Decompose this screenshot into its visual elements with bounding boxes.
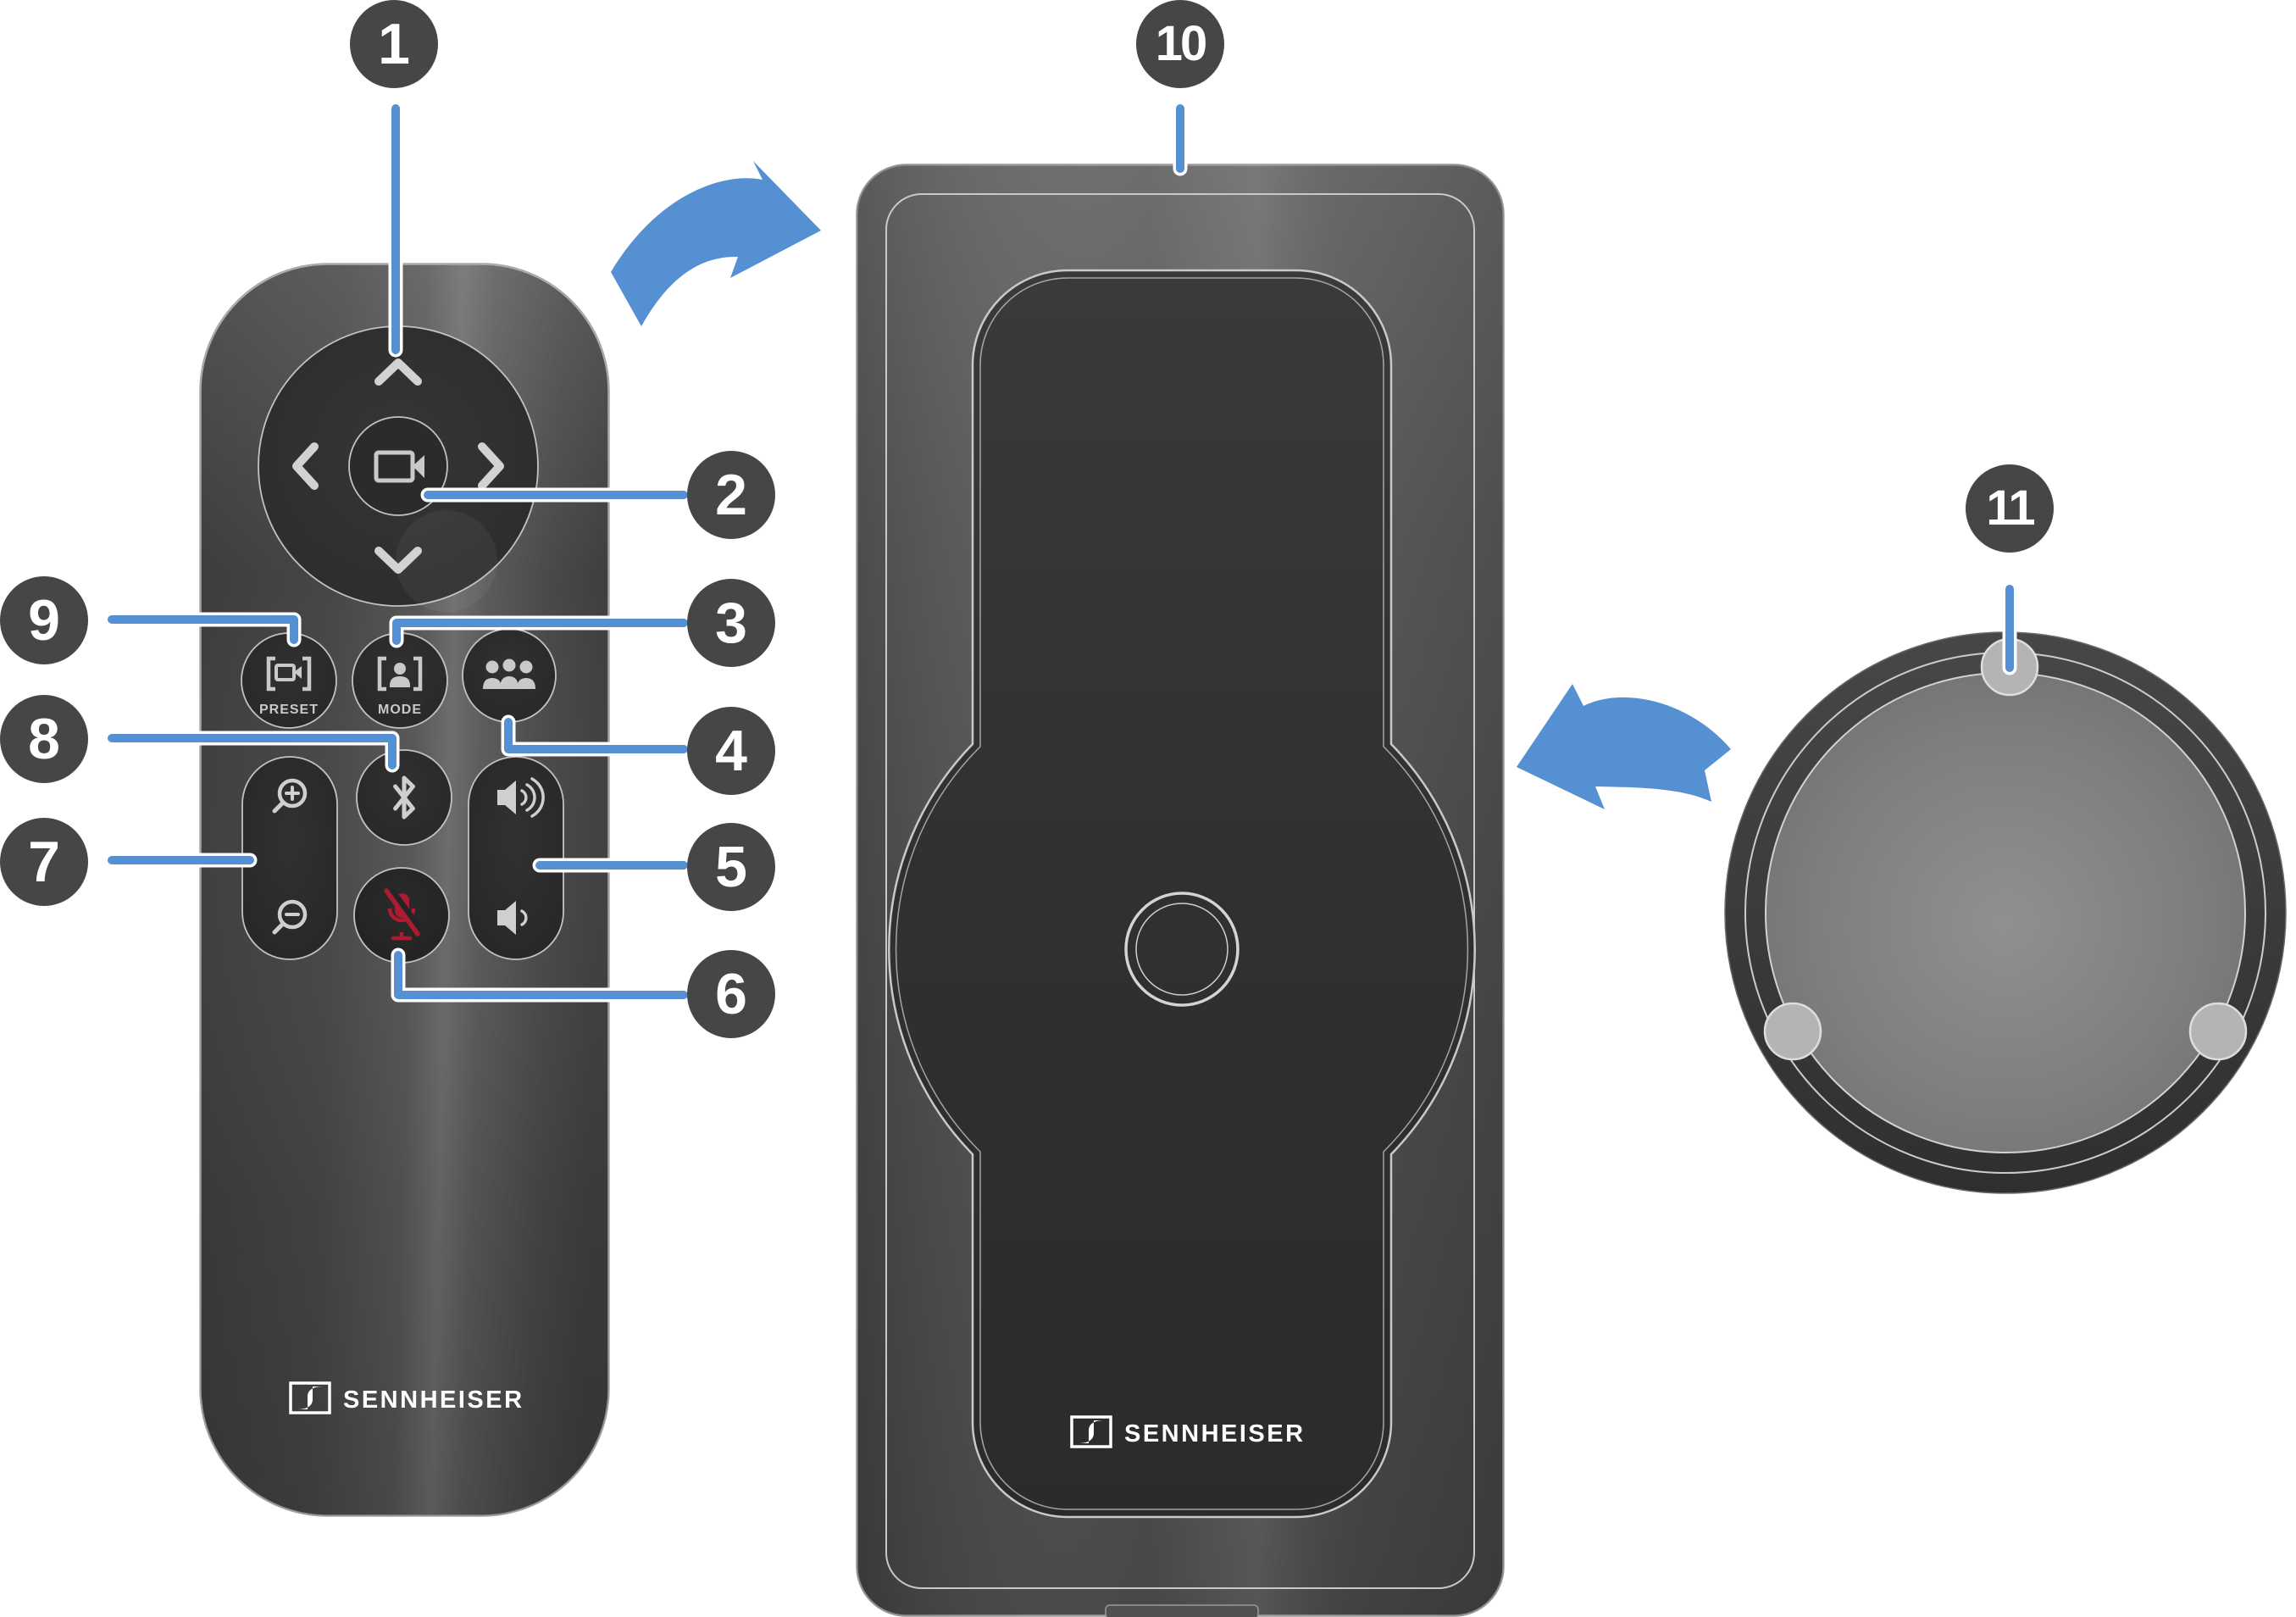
callout-badge-2: 2 <box>687 451 775 539</box>
callout-badge-10: 10 <box>1136 0 1224 88</box>
mute-button <box>353 867 450 964</box>
dpad-highlight <box>396 510 497 612</box>
mount-hub-outer <box>1124 892 1240 1007</box>
curved-arrow-icon-bottom-to-plate <box>1517 684 1731 809</box>
callout-badge-8: 8 <box>0 695 88 783</box>
people-icon <box>483 658 535 689</box>
rubber-foot-right <box>2188 1002 2248 1061</box>
device-back-plate: SENNHEISER <box>856 164 1508 1617</box>
callout-badge-4: 4 <box>687 707 775 795</box>
camera-icon <box>374 450 424 483</box>
dpad-center-button <box>348 416 448 516</box>
bluetooth-icon <box>393 775 415 820</box>
volume-down-icon <box>497 901 528 935</box>
remote-brand: SENNHEISER <box>289 1381 524 1414</box>
mount-hub-inner <box>1135 903 1228 996</box>
mode-label: MODE <box>378 703 422 717</box>
rubber-foot-left <box>1763 1002 1822 1061</box>
callout-badge-5: 5 <box>687 823 775 911</box>
chevron-up-icon <box>374 358 422 386</box>
bottom-tab <box>1105 1604 1259 1617</box>
zoom-in-icon <box>272 778 308 814</box>
remote-brand-label: SENNHEISER <box>343 1386 524 1414</box>
sennheiser-logo-icon <box>289 1381 331 1414</box>
plate-brand: SENNHEISER <box>1070 1415 1306 1448</box>
sennheiser-logo-icon <box>1070 1415 1112 1448</box>
chevron-down-icon <box>374 547 422 574</box>
bluetooth-button <box>356 749 452 846</box>
zoom-rocker <box>241 756 338 960</box>
camera-dpad <box>258 325 539 612</box>
volume-rocker <box>468 756 564 960</box>
mount-recess-inner-outline <box>895 277 1469 1510</box>
callout-badge-3: 3 <box>687 579 775 667</box>
camera-frame-icon <box>266 656 312 692</box>
device-bottom-view <box>1717 625 2293 1201</box>
callout-badge-7: 7 <box>0 818 88 906</box>
preset-button: PRESET <box>241 632 337 729</box>
microphone-mute-icon <box>384 887 424 941</box>
remote-control: PRESET MODE <box>199 263 610 1517</box>
plate-brand-label: SENNHEISER <box>1124 1420 1306 1448</box>
curved-arrow-icon-remote-to-plate <box>611 161 821 326</box>
volume-up-icon <box>497 777 545 818</box>
mode-button: MODE <box>352 632 448 729</box>
chevron-right-icon <box>478 442 504 490</box>
preset-label: PRESET <box>259 703 319 717</box>
bottom-base-plate <box>1765 672 2246 1153</box>
callout-badge-11: 11 <box>1966 464 2054 553</box>
callout-badge-1: 1 <box>350 0 438 88</box>
plate-inner-outline <box>885 193 1475 1589</box>
callout-badge-9: 9 <box>0 576 88 664</box>
zoom-out-icon <box>272 899 308 935</box>
chevron-left-icon <box>292 442 319 490</box>
rubber-foot-top <box>1980 637 2039 697</box>
callout-badge-6: 6 <box>687 950 775 1038</box>
person-frame-icon <box>377 656 423 692</box>
participants-button <box>462 628 557 723</box>
